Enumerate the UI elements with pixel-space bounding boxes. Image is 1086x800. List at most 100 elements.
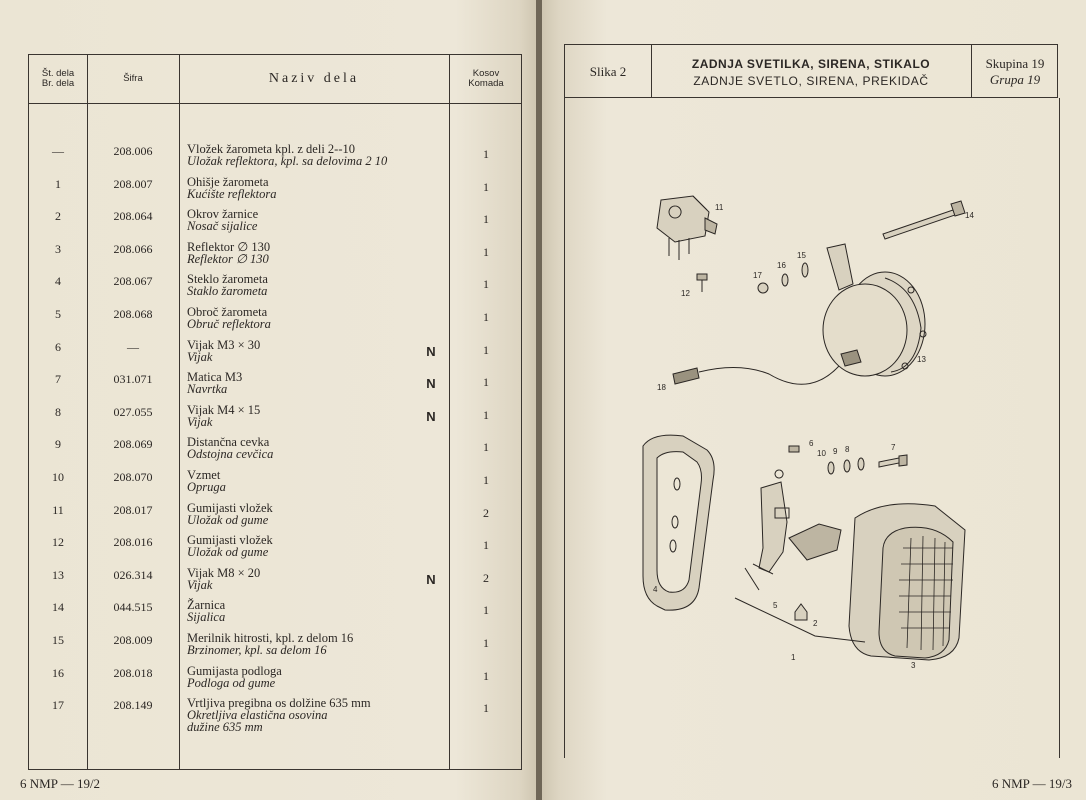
part-name-sl: Gumijasta podloga	[187, 663, 282, 678]
part-code: 027.055	[113, 404, 153, 419]
part-quantity: 1	[483, 636, 489, 650]
switch-drawing	[656, 195, 718, 260]
part-name-sr: Uložak od gume	[187, 512, 269, 527]
part-name-sr: Okretljiva elastična osovina	[187, 708, 328, 723]
part-quantity: 1	[483, 244, 489, 259]
part-quantity: 1	[483, 147, 489, 161]
page-number-right: 6 NMP — 19/3	[991, 776, 1072, 791]
header-part-no: Št. dela Br. dela	[29, 55, 87, 103]
part-name-sl: Ohišje žarometa	[187, 174, 269, 189]
part-name-sr: Brzinomer, kpl. sa delom 16	[187, 643, 327, 657]
part-code: 031.071	[113, 372, 153, 387]
part-quantity: 1	[483, 212, 489, 227]
part-number: —	[52, 144, 64, 158]
standard-part-mark: N	[426, 408, 436, 424]
figure-label: Slika 2	[589, 64, 627, 79]
header-part-no-sr: Br. dela	[41, 78, 75, 89]
figure-title-sl: ZADNJA SVETILKA, SIRENA, STIKALO	[691, 56, 931, 71]
part-number: 11	[52, 502, 64, 517]
part-name-sr: Uložak od gume	[187, 545, 269, 560]
screw-drawing	[696, 273, 708, 292]
callout-number: 6	[809, 439, 814, 448]
part-name-sl: Matica M3	[187, 370, 243, 385]
col-divider	[179, 55, 180, 769]
header-divider	[29, 103, 521, 104]
callout-number: 10	[817, 449, 826, 458]
part-name-sr: Sijalica	[187, 610, 226, 625]
part-number: 2	[55, 209, 61, 224]
part-name-sl: Distančna cevka	[187, 435, 270, 450]
standard-part-mark: N	[426, 571, 436, 587]
part-name-sl: Okrov žarnice	[187, 207, 259, 222]
callout-number: 17	[753, 271, 762, 280]
col-divider	[651, 45, 652, 97]
part-name-sl: Vrtljiva pregibna os dolžine 635 mm	[187, 696, 371, 711]
part-quantity: 1	[483, 701, 489, 716]
part-number: 1	[55, 176, 61, 191]
callout-number: 13	[917, 355, 926, 364]
part-number: 6	[55, 339, 61, 354]
part-name-sl: Vijak M3 × 30	[187, 337, 261, 352]
part-quantity: 1	[483, 473, 489, 487]
part-number: 8	[55, 404, 61, 419]
part-number: 15	[52, 633, 64, 647]
part-code: 208.069	[113, 437, 153, 452]
part-quantity: 1	[483, 375, 489, 390]
part-number: 3	[55, 241, 61, 256]
part-name-sl: Merilnik hitrosti, kpl. z delom 16	[187, 631, 354, 645]
part-number: 17	[52, 698, 64, 713]
col-divider	[449, 55, 450, 769]
standard-part-mark: N	[426, 343, 436, 359]
part-number: 9	[55, 437, 61, 452]
part-quantity: 1	[483, 342, 489, 357]
part-code: 208.070	[113, 470, 153, 484]
header-qty-sr: Komada	[468, 78, 504, 89]
part-name-sl: Obroč žarometa	[187, 305, 268, 319]
tail-lamp-drawing	[848, 503, 966, 661]
part-name-sl: Vijak M8 × 20	[187, 565, 261, 580]
callout-number: 7	[891, 443, 896, 452]
part-quantity: 1	[483, 179, 489, 194]
col-divider	[87, 55, 88, 769]
part-quantity: 1	[483, 310, 489, 324]
part-code: 208.018	[113, 665, 153, 680]
bracket-drawing	[744, 469, 842, 621]
part-code: 208.007	[113, 176, 153, 191]
group-label-sl: Skupina 19	[985, 56, 1045, 71]
callout-number: 5	[773, 601, 778, 610]
callout-number: 11	[715, 203, 724, 212]
book-gutter	[536, 0, 542, 800]
part-quantity: 1	[483, 603, 489, 618]
part-name-sr: Podloga od gume	[187, 675, 276, 690]
part-code: 208.066	[113, 241, 153, 256]
part-name-sl: Steklo žarometa	[187, 272, 268, 287]
part-name-sl: Vzmet	[187, 468, 221, 482]
part-code: 208.017	[113, 502, 153, 517]
